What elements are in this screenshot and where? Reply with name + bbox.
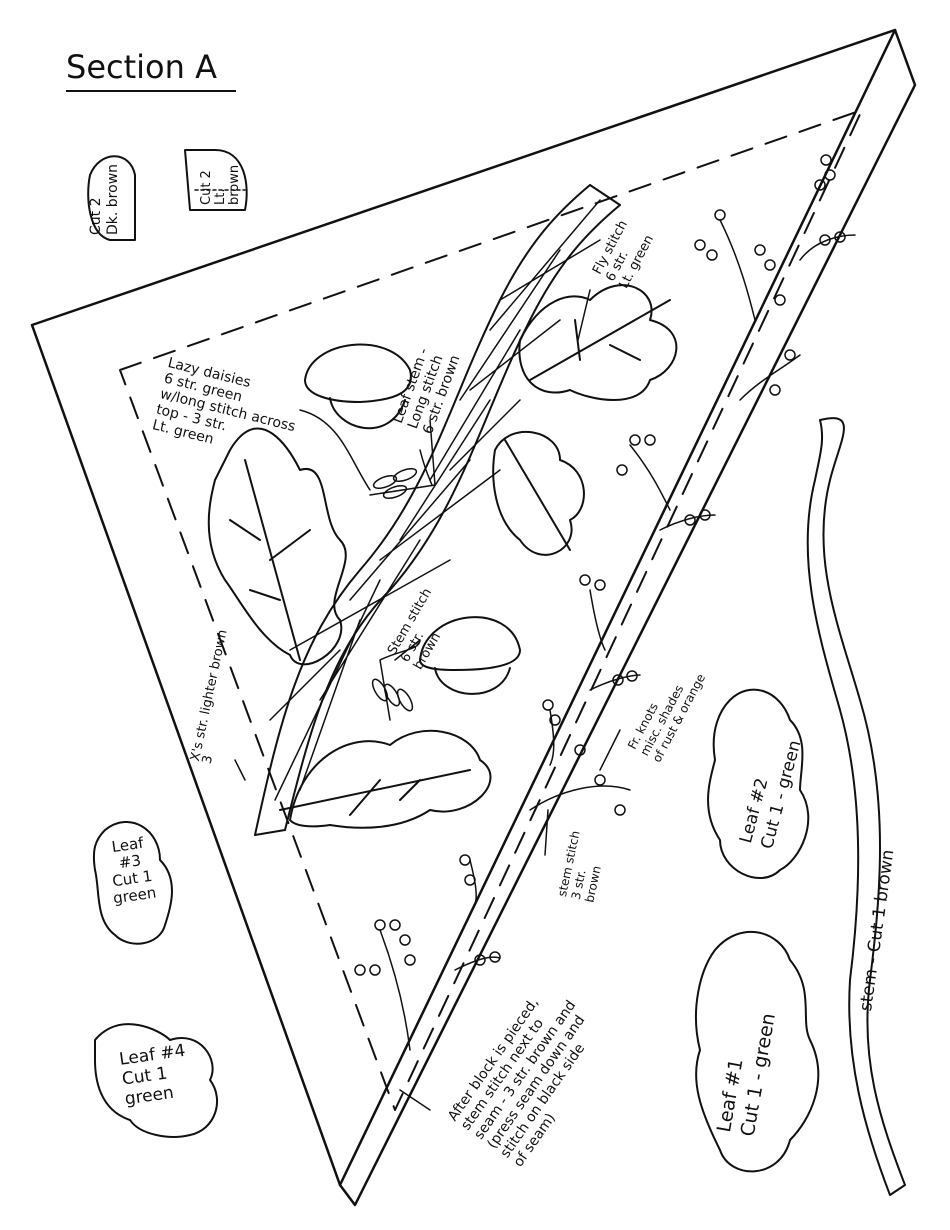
acorn-cap-light-label: Cut 2 Lt. brown [199, 164, 242, 205]
leaf-4-piece [94, 1023, 219, 1138]
leaf-4-label: Leaf #4 Cut 1 green [118, 1040, 187, 1110]
french-knot-sprigs [354, 154, 856, 1051]
leaf-large-left [207, 427, 347, 666]
block-outline [30, 28, 917, 1207]
acorn-upper [304, 343, 412, 430]
leaf-bottom [279, 729, 492, 829]
leaf-2-piece [707, 688, 810, 880]
section-title: Section A [66, 48, 236, 92]
leaf-1-piece [694, 931, 820, 1173]
stem-piece [806, 417, 906, 1196]
leaf-middle [492, 431, 585, 556]
acorn-lower [419, 616, 521, 695]
acorn-cap-light-piece [184, 149, 248, 211]
lazy-daisy-lower [371, 639, 421, 721]
leaf-upper-right [518, 284, 678, 401]
acorn-cap-dark-piece [87, 155, 136, 241]
leaf-3-label: Leaf #3 Cut 1 green [110, 833, 158, 908]
lazy-daisy-upper [369, 419, 436, 499]
leaf-3-piece [92, 820, 173, 945]
stem-band [254, 184, 621, 836]
seam-line-dashed [119, 109, 863, 1111]
acorn-cap-dark-label: Cut 2 Dk. brown [88, 163, 121, 235]
annotation-arrows [234, 289, 621, 1111]
